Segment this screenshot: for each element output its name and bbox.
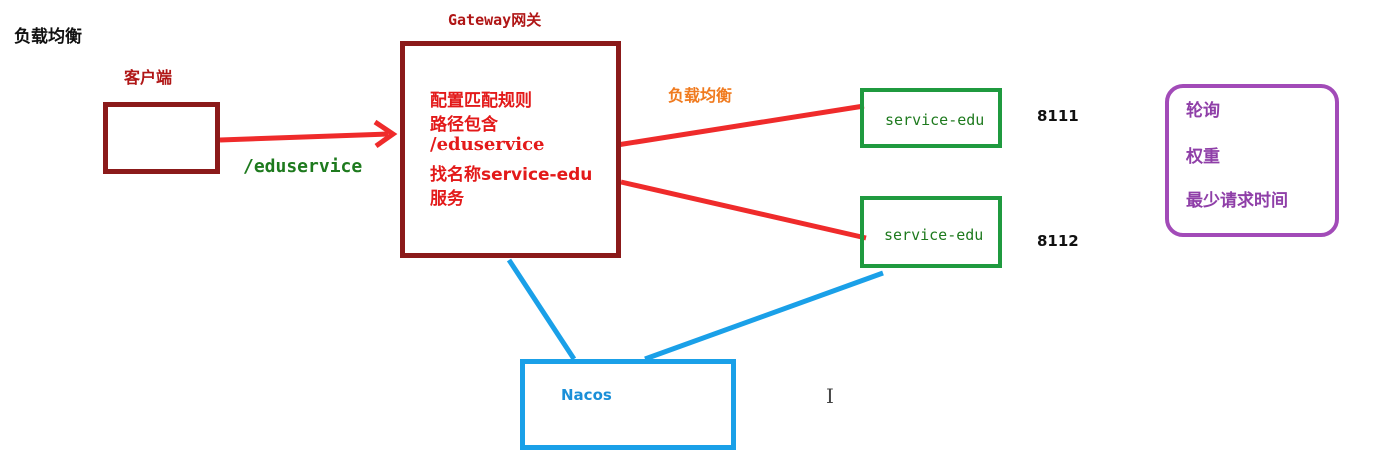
nacos-box: [520, 359, 736, 450]
gateway-box: [400, 41, 621, 258]
gateway-rule-line: 配置匹配规则: [430, 91, 532, 111]
gateway-rule-line: 服务: [430, 189, 464, 209]
gateway-title: Gateway网关: [448, 11, 542, 29]
gateway-to-service2-line: [620, 179, 867, 241]
text-cursor-icon: I: [826, 384, 834, 408]
arrow-head: [373, 119, 398, 149]
gateway-rule-line: 路径包含: [430, 115, 498, 135]
strategy-item: 权重: [1186, 147, 1220, 167]
service-label: service-edu: [884, 226, 984, 244]
service-port: 8112: [1037, 232, 1079, 250]
strategy-box: [1165, 84, 1339, 237]
service-port: 8111: [1037, 107, 1079, 125]
load-balance-label: 负载均衡: [668, 86, 733, 105]
client-to-gateway-arrow: [219, 131, 389, 143]
gateway-rule-line: /eduservice: [430, 134, 545, 155]
strategy-item: 最少请求时间: [1186, 191, 1288, 211]
client-label: 客户端: [124, 68, 173, 87]
service-box: [860, 88, 1002, 148]
gateway-to-service1-line: [616, 103, 865, 148]
strategy-item: 轮询: [1186, 101, 1220, 121]
nacos-label: Nacos: [561, 386, 612, 404]
gateway-rule-line: 找名称service-edu: [430, 165, 593, 185]
gateway-to-nacos-line: [506, 258, 577, 361]
service2-to-nacos-line: [644, 270, 884, 362]
service-box: [860, 196, 1002, 268]
client-box: [103, 102, 220, 174]
service-label: service-edu: [885, 111, 985, 129]
request-path-label: /eduservice: [243, 156, 363, 177]
page-title: 负载均衡: [14, 27, 82, 47]
